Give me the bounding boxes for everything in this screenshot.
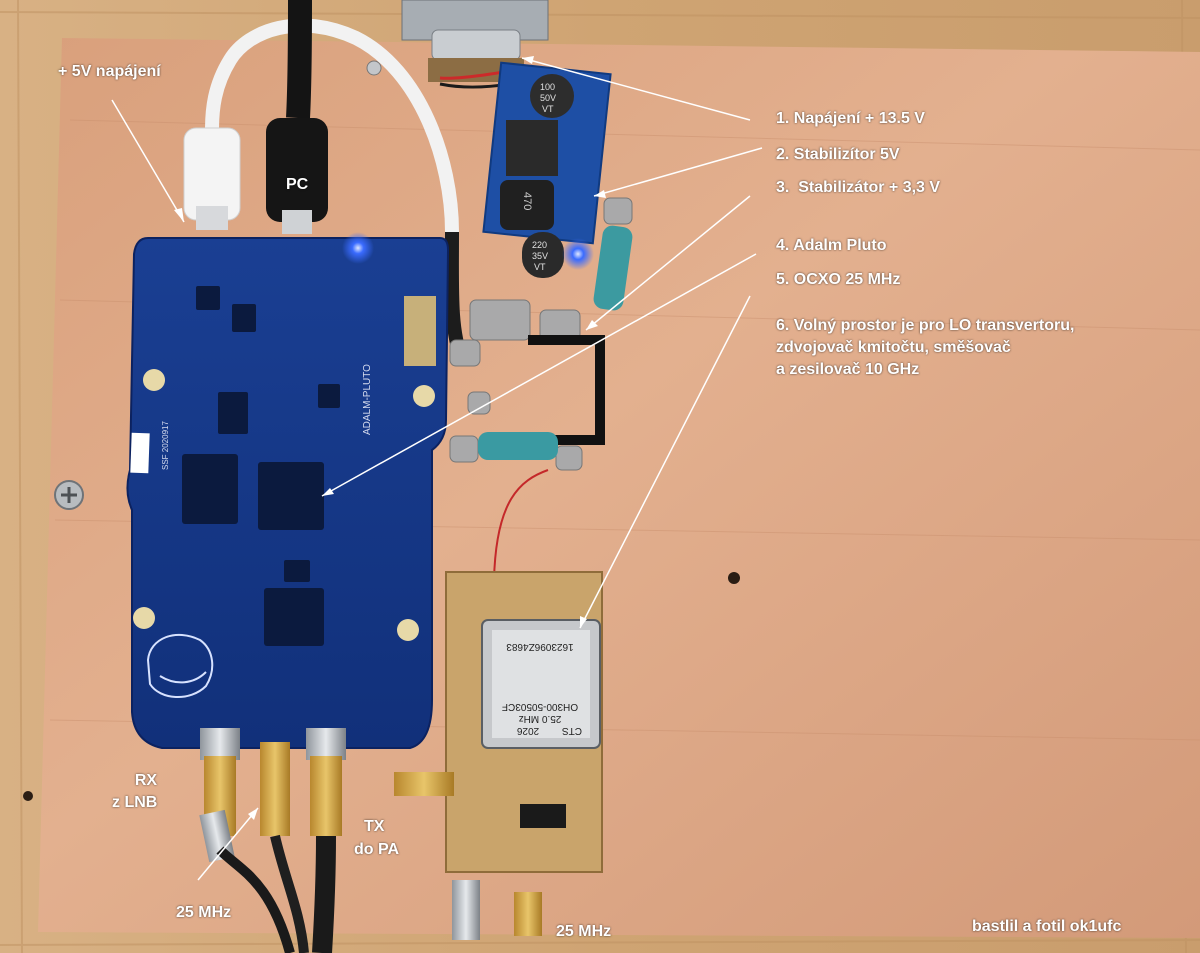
legend-item-1: 1. Napájení + 13.5 V	[776, 110, 925, 127]
legend-item-6: 6. Volný prostor je pro LO transvertoru,	[776, 317, 1075, 334]
ocxo-model: OH300-50503CF	[502, 701, 578, 712]
annotation-arrows	[111, 57, 763, 881]
ocxo-label	[492, 630, 590, 738]
board-hole	[23, 791, 33, 801]
capacitor-100uf	[530, 74, 574, 118]
pluto-id-text: SSF 2020917	[161, 421, 170, 470]
pluto-title-text: ADALM-PLUTO	[362, 364, 373, 435]
screw-head	[366, 60, 382, 76]
regulator-blue-led	[562, 238, 594, 270]
pc-label: PC	[286, 176, 309, 193]
clock-25mhz-label-right: 25 MHz	[556, 923, 612, 940]
pluto-header-pins	[404, 296, 436, 366]
inductor	[500, 180, 554, 230]
cap-top-label-3: VT	[542, 104, 554, 114]
ocxo-label-text: 1623096Z4683 OH300-50503CF 25.0 MHz 2026…	[502, 641, 582, 736]
red-ocxo-wire	[493, 469, 549, 581]
inductor-label: 470	[521, 192, 533, 210]
cap-top-label-2: 50V	[540, 93, 556, 103]
rx-sub-label: z LNB	[112, 794, 158, 811]
solder-pads	[449, 197, 633, 471]
capacitor-220uf	[522, 232, 564, 278]
linear-regulator-heatsink	[528, 335, 605, 445]
arrow-heads	[174, 56, 606, 820]
photo-credit: bastlil a fotil ok1ufc	[972, 918, 1122, 935]
pluto-chips	[182, 286, 340, 646]
ocxo-year: 2026	[516, 725, 539, 736]
ocxo-brand: CTS	[562, 725, 582, 736]
tx-label: TX	[364, 818, 385, 835]
power-5v-label: + 5V napájení	[58, 63, 161, 80]
ocxo-serial: 1623096Z4683	[506, 641, 574, 652]
rx-label: RX	[134, 772, 158, 789]
cap-mid-label-1: 220	[532, 240, 547, 250]
pluto-blue-led	[342, 232, 374, 264]
legend-item-3: 3. Stabilizátor + 3,3 V	[776, 179, 941, 196]
tx-sub-label: do PA	[354, 841, 400, 858]
ocxo-ic	[520, 804, 566, 828]
db9-connector-shell	[431, 29, 521, 61]
legend-item-6-line-3: a zesilovač 10 GHz	[776, 361, 920, 378]
cap-mid-label-2: 35V	[532, 251, 548, 261]
qr-label	[130, 432, 150, 474]
electrolytic-capacitor	[478, 432, 558, 460]
cap-top-label-1: 100	[540, 82, 555, 92]
usb-c-plug-black	[266, 118, 328, 222]
legend-item-5: 5. OCXO 25 MHz	[776, 271, 901, 288]
legend-item-2: 2. Stabilizítor 5V	[776, 146, 900, 163]
pluto-mascot-logo	[146, 633, 214, 699]
tantalum-capacitor	[593, 225, 633, 311]
coax-rx	[216, 846, 295, 953]
sma-connectors-ocxo	[394, 772, 542, 940]
board-hole	[728, 572, 740, 584]
clock-25mhz-label-left: 25 MHz	[176, 904, 232, 921]
coax-clk	[270, 834, 309, 953]
pluto-mount-pads	[133, 369, 435, 641]
black-usb-cable	[286, 0, 312, 119]
legend-item-6-line-2: zdvojovač kmitočtu, směšovač	[776, 339, 1011, 356]
coax-tx	[312, 835, 336, 953]
screw-slot-icon	[61, 487, 77, 503]
legend-item-4: 4. Adalm Pluto	[776, 237, 887, 254]
regulator-ic	[506, 120, 558, 176]
usb-c-metal-white	[196, 206, 228, 230]
cap-mid-label-3: VT	[534, 262, 546, 272]
usb-c-metal-black	[282, 210, 312, 234]
sma-connectors-pluto	[199, 728, 346, 863]
ocxo-frequency: 25.0 MHz	[519, 713, 562, 724]
white-usb-cable	[205, 18, 459, 239]
